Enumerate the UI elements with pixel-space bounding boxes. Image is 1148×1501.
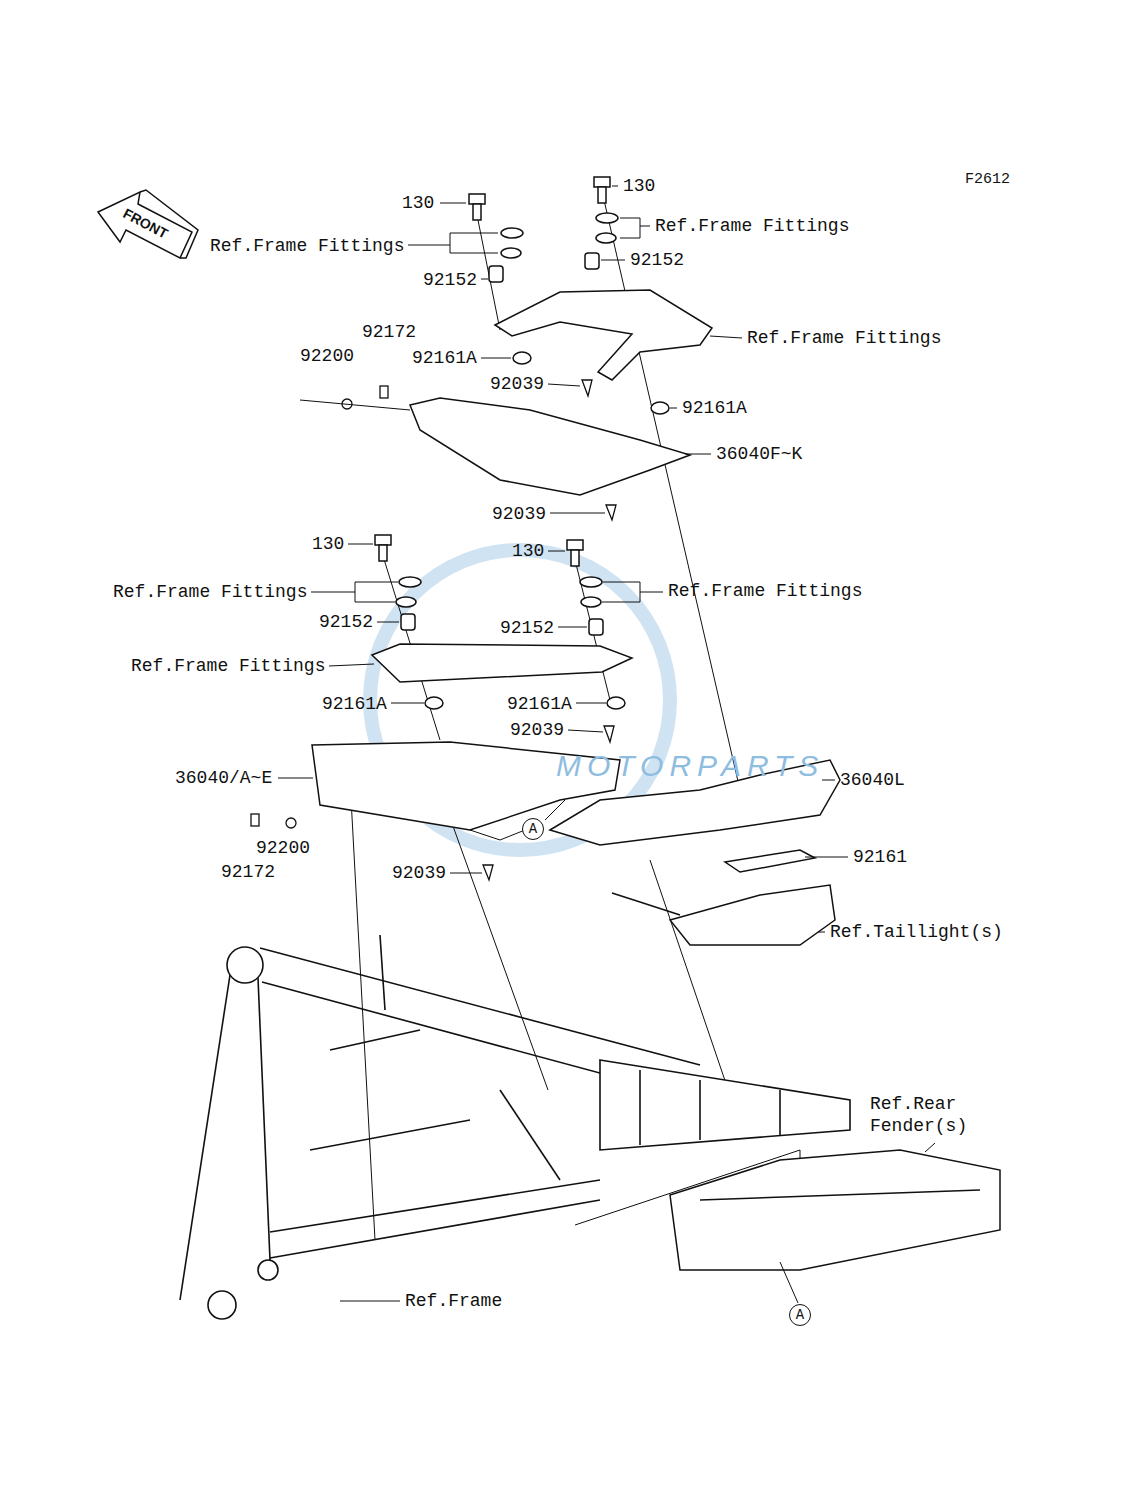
screws-washers: [251, 386, 388, 828]
callout-number: 92161A: [507, 694, 572, 716]
reference-label: Ref.Frame Fittings: [655, 216, 849, 238]
leader-lines: [278, 186, 935, 1303]
callout-number: 92200: [256, 838, 310, 860]
reference-label: Ref.Frame Fittings: [668, 581, 862, 603]
reference-label: Ref.Frame Fittings: [747, 328, 941, 350]
reference-label: Ref.Frame Fittings: [210, 236, 404, 258]
reference-label: Ref.Frame Fittings: [131, 656, 325, 678]
bolts: [375, 177, 610, 566]
callout-number: 92152: [500, 618, 554, 640]
callout-number: 92039: [492, 504, 546, 526]
callout-number: 130: [402, 193, 434, 215]
reference-label: Ref.Frame: [405, 1291, 502, 1313]
callout-number: 92161A: [682, 398, 747, 420]
callout-number: 130: [512, 541, 544, 563]
front-arrow: [98, 190, 198, 258]
direction-text: FRONT: [120, 205, 170, 242]
callout-number: 92161A: [412, 348, 477, 370]
callout-number: 92039: [490, 374, 544, 396]
rear-fender: [670, 1150, 1000, 1270]
watermark: MOTORPARTS: [556, 748, 824, 784]
callout-number: 92152: [630, 250, 684, 272]
callout-number: 130: [623, 176, 655, 198]
callout-number: 92039: [392, 863, 446, 885]
callout-letter: A: [522, 818, 544, 840]
callout-letter: A: [789, 1304, 811, 1326]
reference-label: Ref.Rear Fender(s): [870, 1094, 980, 1137]
callout-number: 92039: [510, 720, 564, 742]
diagram-code: F2612: [965, 171, 1010, 189]
callout-number: 92161: [853, 847, 907, 869]
callout-number: 92161A: [322, 694, 387, 716]
callout-number: 36040F~K: [716, 444, 802, 466]
covers: [312, 398, 840, 845]
reference-label: Ref.Taillight(s): [830, 922, 1003, 944]
callout-number: 36040L: [840, 770, 905, 792]
callout-number: 130: [312, 534, 344, 556]
grab-rails: [372, 290, 712, 682]
callout-number: 92152: [423, 270, 477, 292]
seal-and-taillight: [612, 850, 835, 945]
reference-label: Ref.Frame Fittings: [113, 582, 307, 604]
callout-number: 36040/A~E: [175, 768, 272, 790]
callout-number: 92152: [319, 612, 373, 634]
callout-number: 92172: [221, 862, 275, 884]
callout-number: 92200: [300, 346, 354, 368]
callout-number: 92172: [362, 322, 416, 344]
